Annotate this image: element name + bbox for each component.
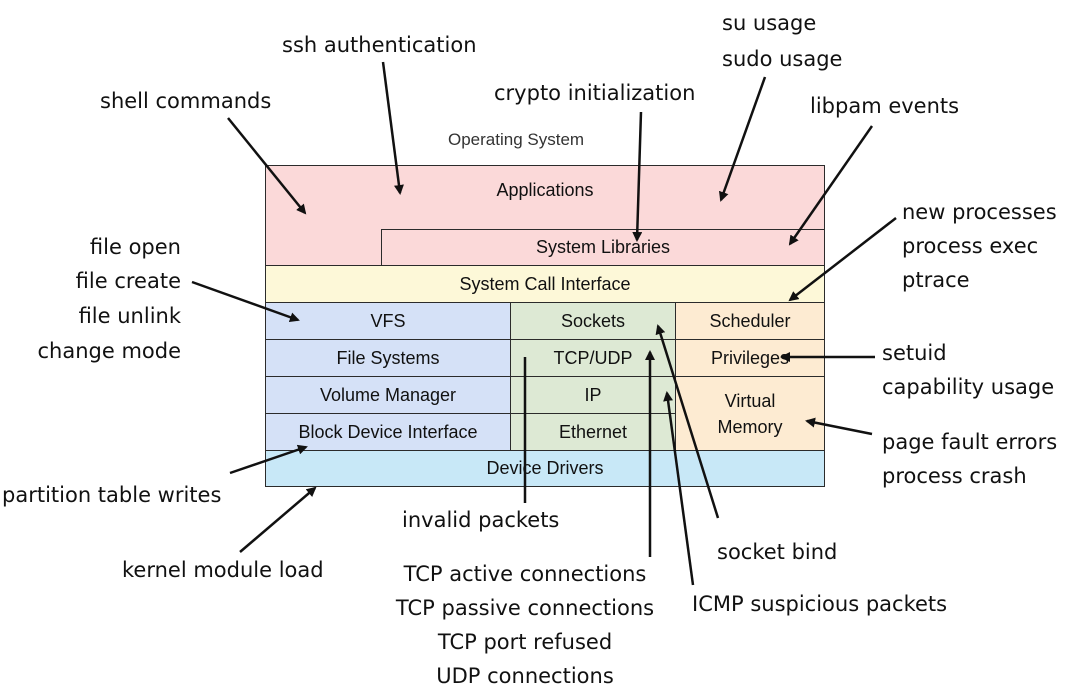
layer-scheduler-label: Scheduler [709,310,791,331]
layer-volume-manager-label: Volume Manager [319,384,457,405]
arrow-sudo-usage [718,76,767,202]
annotation-kernel-module-load: kernel module load [122,558,324,582]
annotation-tcp-port-refused: TCP port refused [437,630,613,654]
layer-vfs-label: VFS [370,310,406,331]
arrow-kernel-module [239,486,317,553]
annotation-sudo-usage: sudo usage [722,47,843,71]
annotation-new-processes: new processes [902,200,1057,224]
annotation-process-exec: process exec [902,234,1039,258]
layer-vfs: VFS [265,302,511,340]
annotation-tcp-passive: TCP passive connections [395,596,655,620]
annotation-shell-commands: shell commands [100,89,272,113]
annotation-socket-bind: socket bind [717,540,838,564]
annotation-file-create: file create [75,269,181,293]
annotation-change-mode: change mode [37,339,181,363]
layer-ethernet-label: Ethernet [558,421,628,442]
layer-block-device-interface-label: Block Device Interface [298,421,478,442]
annotation-capability-usage: capability usage [882,375,1055,399]
arrow-partition-table [229,444,308,475]
arrow-file-create [191,280,300,323]
diagram-title: Operating System [448,130,585,149]
annotation-tcp-active: TCP active connections [403,562,647,586]
annotation-ssh-authentication: ssh authentication [282,33,477,57]
annotation-page-fault-errors: page fault errors [882,430,1058,454]
layer-tcp-udp-label: TCP/UDP [553,347,633,368]
annotation-udp-connections: UDP connections [436,664,614,688]
layer-applications-label: Applications [496,180,594,200]
annotation-invalid-packets: invalid packets [402,508,560,532]
layer-file-systems: File Systems [265,339,511,377]
layer-volume-manager: Volume Manager [265,376,511,414]
annotation-su-usage: su usage [722,11,817,35]
layer-system-call-interface-label: System Call Interface [459,273,631,294]
layer-system-libraries: System Libraries [381,229,825,266]
annotation-partition-table-writes: partition table writes [2,483,222,507]
annotation-file-unlink: file unlink [78,304,181,328]
layer-privileges: Privileges [675,339,825,377]
layer-block-device-interface: Block Device Interface [265,413,511,451]
layer-ip-label: IP [584,384,602,405]
annotation-crypto-initialization: crypto initialization [494,81,696,105]
layer-privileges-label: Privileges [710,347,790,368]
annotation-setuid: setuid [882,341,947,365]
layer-system-libraries-label: System Libraries [535,237,671,257]
annotation-libpam-events: libpam events [810,94,960,118]
arrow-page-fault [805,417,873,436]
annotation-icmp-suspicious: ICMP suspicious packets [692,592,948,616]
arrow-shell-commands [227,117,307,215]
layer-virtual-memory-line2: Memory [717,416,783,437]
arrow-ssh-authentication [381,61,404,195]
layer-device-drivers-label: Device Drivers [486,458,604,478]
layer-device-drivers: Device Drivers [265,450,825,487]
layer-sockets: Sockets [510,302,676,340]
layer-file-systems-label: File Systems [336,347,440,368]
arrow-new-processes [788,217,897,302]
layer-scheduler: Scheduler [675,302,825,340]
layer-ethernet: Ethernet [510,413,676,451]
layer-virtual-memory-line1: Virtual [724,390,776,411]
arrow-libpam-events [788,125,874,246]
arrow-crypto-initialization [632,111,643,242]
annotation-file-open: file open [89,235,181,259]
arrow-icmp [663,391,695,586]
annotation-ptrace: ptrace [902,268,970,292]
layer-sockets-label: Sockets [560,310,626,331]
arrow-socket-bind [655,324,720,519]
annotation-process-crash: process crash [882,464,1027,488]
